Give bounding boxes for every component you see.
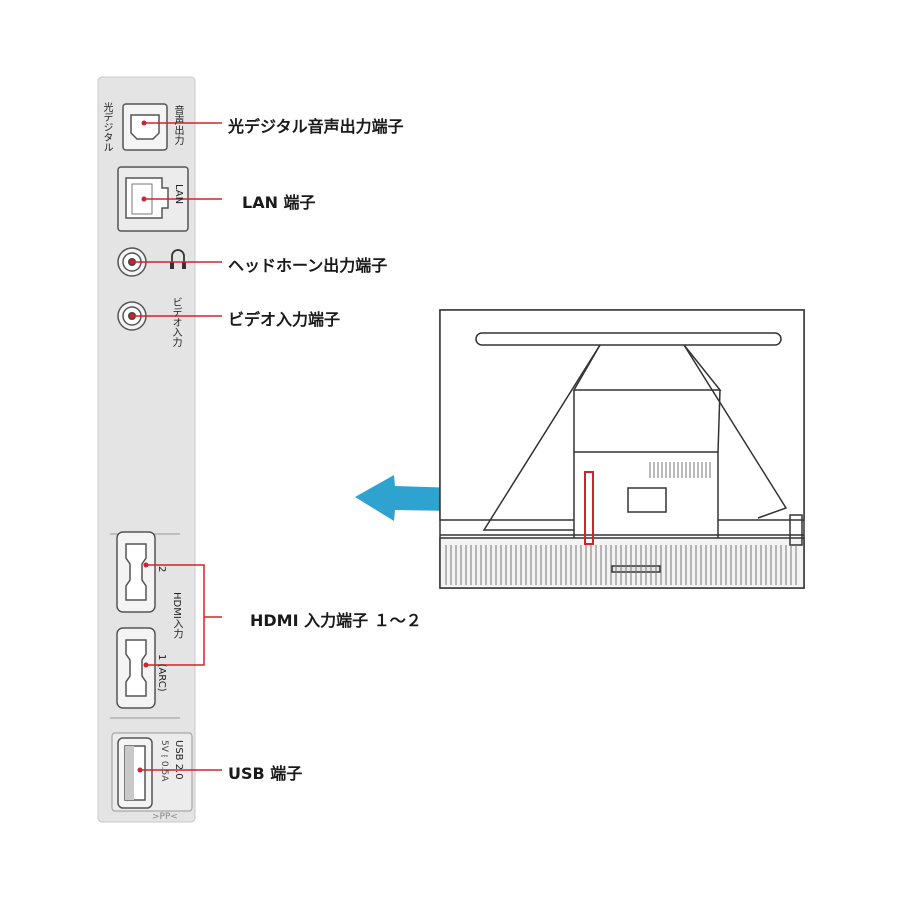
usb-label: USB 2.0 (173, 740, 184, 780)
hdmi-port-icon (116, 531, 156, 613)
callout-video: ビデオ入力端子 (228, 310, 341, 329)
material-mark: >PP< (152, 812, 178, 822)
leader-dots (129, 120, 149, 773)
hdmi-port1-label: 1 (ARC) (156, 654, 167, 692)
callout-hdmi: HDMI 入力端子 １～２ (250, 611, 422, 630)
hdmi-port-icon (116, 627, 156, 709)
callout-lan: LAN 端子 (242, 193, 316, 212)
callout-headphone: ヘッドホーン出力端子 (228, 256, 388, 275)
tv-rear-icon (439, 309, 805, 589)
tv-vents: /* placeholder for vents drawn by script… (445, 462, 797, 585)
optical-port-label: 光デジタル (101, 102, 112, 152)
callout-usb: USB 端子 (228, 764, 303, 783)
hdmi-port2-label: 2 (156, 566, 167, 573)
leader-lines (132, 122, 222, 771)
lan-port-label: LAN (173, 184, 184, 205)
optical-output-label: 音声出力 (172, 105, 183, 145)
optical-port-icon (122, 103, 168, 151)
usb-rating: 5V⎓0.5A (159, 740, 169, 782)
usb-port-icon (111, 732, 193, 812)
hdmi-group-label: HDMI入力 (171, 592, 182, 639)
callout-optical: 光デジタル音声出力端子 (228, 117, 404, 136)
video-port-label: ビデオ入力 (170, 297, 181, 347)
